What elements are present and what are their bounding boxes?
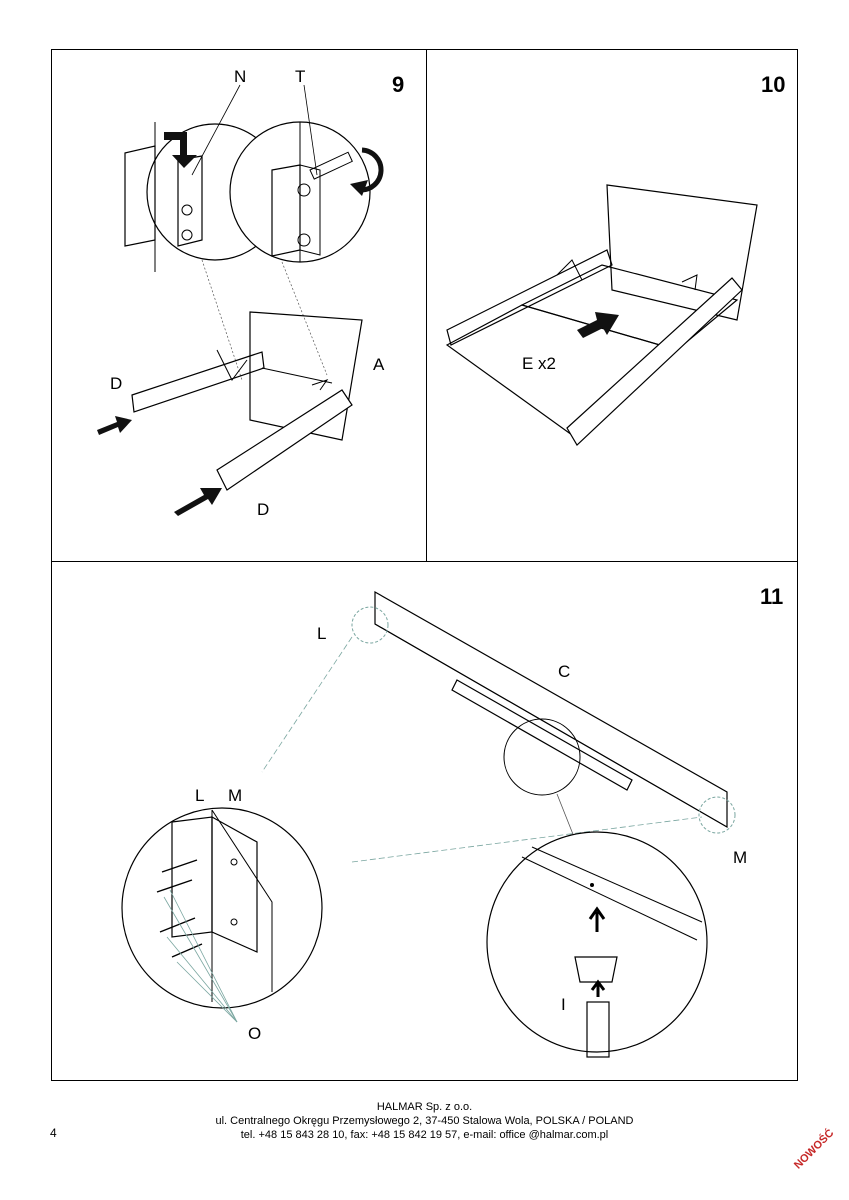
label-L-detail: L <box>195 786 205 805</box>
step-11-panel: 11 L C L M M O I <box>51 561 798 1081</box>
footer-contact: tel. +48 15 843 28 10, fax: +48 15 842 1… <box>240 1129 609 1141</box>
label-D-top: D <box>110 374 123 393</box>
step-11-number: 11 <box>760 584 784 609</box>
step-10-illustration <box>445 184 758 446</box>
label-N: N <box>234 67 247 86</box>
step-9-panel: 9 N T A D D <box>51 49 427 562</box>
label-C: C <box>558 662 571 681</box>
label-L-top: L <box>317 624 327 643</box>
step-10-number: 10 <box>761 72 786 97</box>
label-E-x2: E x2 <box>522 354 557 373</box>
footer-address: ul. Centralnego Okręgu Przemysłowego 2, … <box>215 1115 634 1127</box>
label-D-bottom: D <box>257 500 270 519</box>
label-I: I <box>561 995 566 1014</box>
label-M-detail: M <box>228 786 243 805</box>
step-9-number: 9 <box>392 72 405 97</box>
label-A: A <box>373 355 385 374</box>
label-M-right: M <box>733 848 748 867</box>
footer-company: HALMAR Sp. z o.o. <box>376 1101 473 1113</box>
step-9-illustration <box>97 84 384 516</box>
footer: HALMAR Sp. z o.o. ul. Centralnego Okręgu… <box>0 1100 849 1142</box>
step-11-illustration <box>121 590 736 1058</box>
label-T: T <box>295 67 306 86</box>
page-number: 4 <box>50 1126 57 1140</box>
step-10-panel: 10 E x2 <box>426 49 798 562</box>
label-O: O <box>248 1024 262 1043</box>
